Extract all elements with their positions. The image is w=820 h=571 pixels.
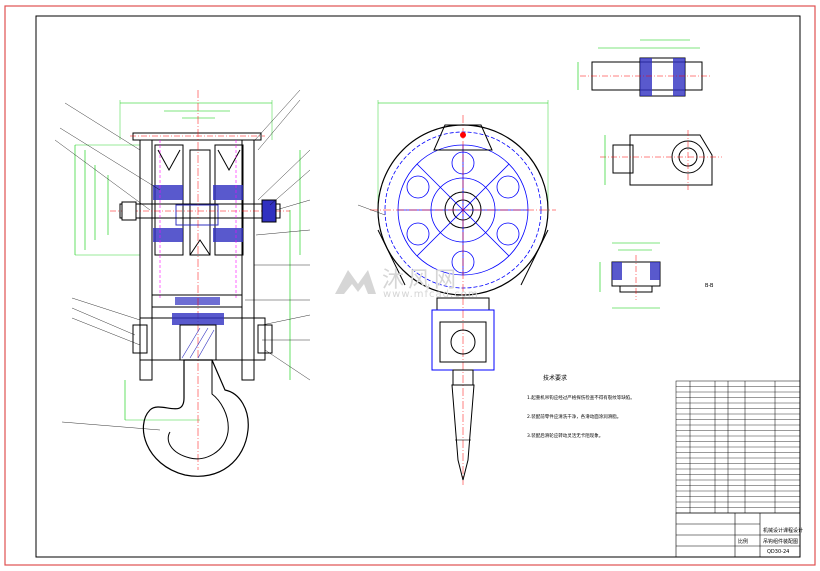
title-school: 机械设计课程设计	[763, 528, 804, 534]
watermark-url: www.mfcad.com	[383, 289, 479, 300]
detail-view-top	[577, 39, 712, 97]
note-item-3: 3.装配后滑轮应转动灵活无卡阻现象。	[527, 434, 604, 439]
mfcad-logo-icon	[335, 270, 376, 294]
side-view	[357, 100, 556, 485]
technical-notes: 技术要求 1.起重机吊钩应经过严格探伤检查不得有裂纹等缺陷。 2.装配前零件应清…	[527, 373, 677, 439]
outer-frame	[4, 5, 816, 566]
watermark-text: 沐风网	[382, 268, 461, 293]
detail-view-bottom	[599, 242, 661, 309]
note-item-2: 2.装配前零件应清洗干净，各滑动面涂润滑脂。	[527, 415, 622, 420]
title-drawing-number: QD30-24	[767, 549, 790, 555]
front-section-view	[54, 89, 311, 477]
detail-view-middle	[600, 130, 722, 190]
title-drawing-name: 吊钩组件装配图	[763, 539, 799, 545]
title-block	[675, 512, 801, 558]
section-label: B-B	[705, 283, 714, 289]
notes-title: 技术要求	[543, 375, 568, 382]
title-scale-label: 比例	[738, 539, 749, 545]
inner-border	[35, 15, 801, 558]
note-item-1: 1.起重机吊钩应经过严格探伤检查不得有裂纹等缺陷。	[527, 396, 635, 401]
parts-list-rows	[676, 386, 800, 508]
